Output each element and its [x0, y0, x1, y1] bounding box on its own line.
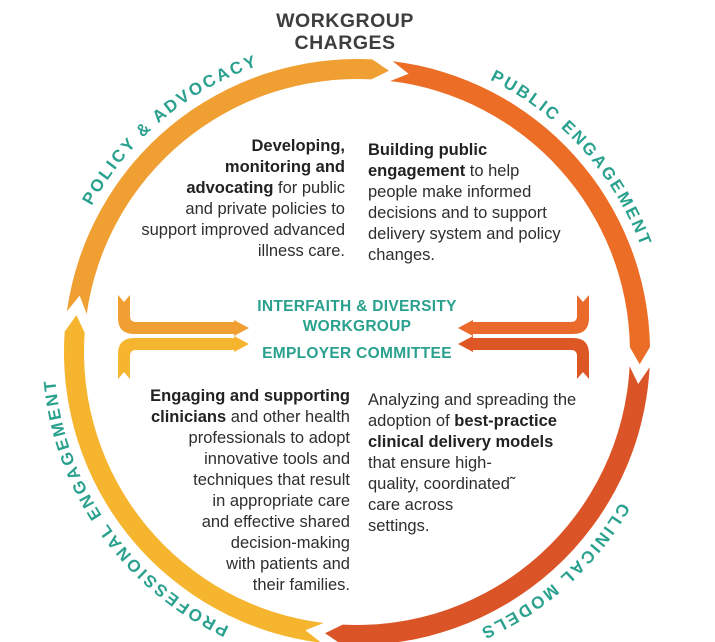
text-line: clinical delivery models	[368, 433, 554, 451]
center-arrow-top-right	[458, 295, 589, 336]
clinical-models-text-block: Analyzing and spreading the adoption of …	[368, 390, 576, 537]
text-line: Engaging and supporting	[150, 387, 350, 405]
title-line-1: WORKGROUP	[276, 10, 414, 32]
text-line: changes.	[368, 246, 435, 264]
text-line: in appropriate care	[212, 492, 350, 510]
ring-segment-public-engagement	[390, 61, 650, 365]
ring-segment-policy-advocacy	[66, 59, 390, 314]
employer-committee-label: EMPLOYER COMMITTEE	[237, 344, 477, 364]
ring-segment-professional-engagement	[64, 315, 324, 642]
committee-label-line: EMPLOYER COMMITTEE	[262, 345, 452, 362]
professional-engagement-text-block: Engaging and supporting clinicians and o…	[150, 386, 350, 596]
workgroup-label-line-1: INTERFAITH & DIVERSITY	[257, 298, 457, 315]
text-line: and private policies to	[185, 200, 345, 218]
workgroup-label-line-2: WORKGROUP	[302, 318, 412, 335]
text-line: with patients and	[226, 555, 350, 573]
text-line: settings.	[368, 517, 430, 535]
text-line: clinicians and other health	[150, 408, 350, 426]
text-line: decisions and to support	[368, 204, 547, 222]
text-line: professionals to adopt	[188, 429, 350, 447]
interfaith-diversity-workgroup-label: INTERFAITH & DIVERSITY WORKGROUP	[237, 297, 477, 337]
title-line-2: CHARGES	[294, 32, 396, 54]
text-line: that ensure high-	[368, 454, 492, 472]
text-line: people make informed	[368, 183, 532, 201]
text-line: Building public	[368, 141, 488, 159]
text-line: advocating for public	[186, 179, 345, 197]
text-line: their families.	[252, 576, 350, 594]
ring-segment-clinical-models	[325, 366, 650, 642]
text-line: and effective shared	[201, 513, 350, 531]
text-line: innovative tools and	[204, 450, 350, 468]
text-line: delivery system and policy	[368, 225, 561, 243]
center-arrow-bottom-left	[118, 336, 249, 379]
text-line: Developing,	[251, 137, 345, 155]
text-line: adoption of best-practice	[368, 412, 557, 430]
policy-advocacy-text-block: Developing, monitoring and advocating fo…	[141, 136, 345, 262]
page-title: WORKGROUP CHARGES	[245, 10, 445, 54]
text-line: care across	[368, 496, 454, 514]
text-line: support improved advanced	[141, 221, 345, 239]
text-line: quality, coordinated˜	[368, 475, 516, 493]
text-line: decision-making	[230, 534, 350, 552]
text-line: engagement to help	[368, 162, 520, 180]
public-engagement-text-block: Building public engagement to help peopl…	[368, 140, 561, 266]
center-arrow-top-left	[118, 295, 249, 336]
text-line: monitoring and	[224, 158, 345, 176]
text-line: Analyzing and spreading the	[368, 391, 577, 409]
text-line: techniques that result	[193, 471, 350, 489]
center-arrow-bottom-right	[458, 336, 589, 379]
text-line: illness care.	[257, 242, 345, 260]
